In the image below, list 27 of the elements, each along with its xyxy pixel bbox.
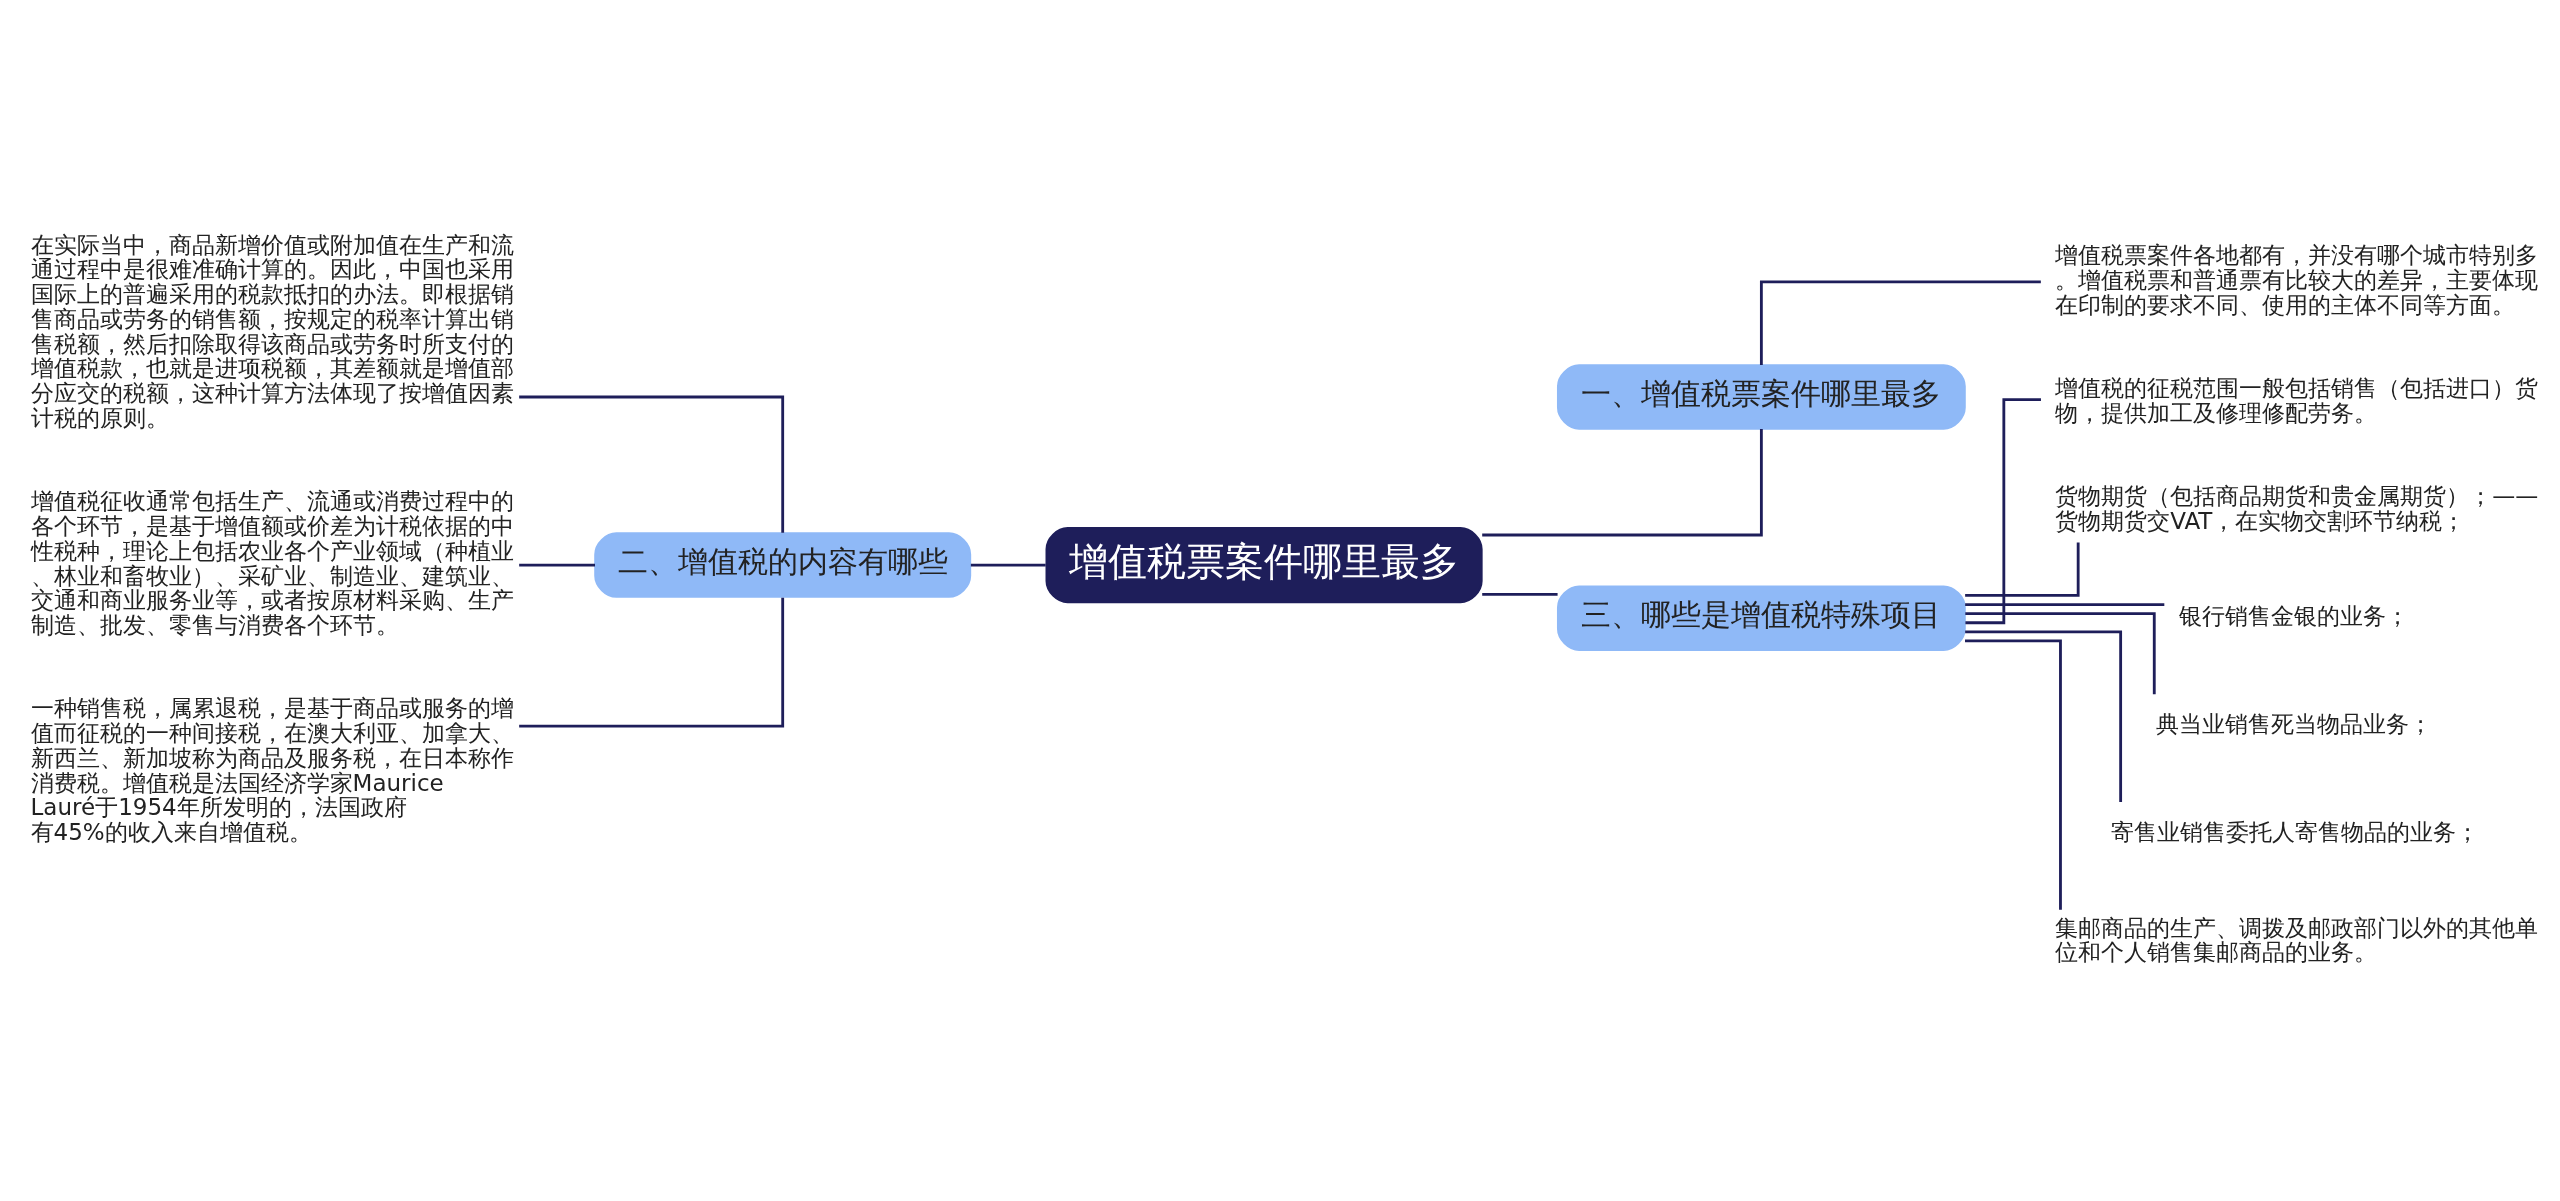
node-text: 货物期货（包括商品期货和贵金属期货）；——货物期货交VAT，在实物交割环节纳税；: [2055, 482, 2539, 534]
node-box: 二、增值税的内容有哪些: [594, 532, 972, 598]
node-box: 一、增值税票案件哪里最多: [1556, 364, 1966, 430]
connector: [519, 597, 785, 728]
connector: [1965, 639, 2062, 910]
connector: [1759, 280, 2041, 365]
node-text: 银行销售金银的业务；: [2179, 603, 2410, 630]
node-text: 增值税征收通常包括生产、流通或消费过程中的各个环节，是基于增值额或价差为计税依据的中性税种，理论上包括农业各个产业领域（种植业、林业和畜牧业）、采矿业、制造业、建筑业、交通和商业服务业等，或者按原材料采购、生产制造、批发、零售与消费各个环节。: [30, 488, 514, 639]
node-text: 增值税票案件各地都有，并没有哪个城市特别多。增值税票和普通票有比较大的差异，主要体现在印制的要求不同、使用的主体不同等方面。: [2055, 242, 2539, 318]
node-text: 增值税的征税范围一般包括销售（包括进口）货物，提供加工及修理修配劳务。: [2055, 374, 2539, 426]
node-text: 集邮商品的生产、调拨及邮政部门以外的其他单位和个人销售集邮商品的业务。: [2055, 914, 2539, 966]
connector: [1965, 542, 2080, 597]
connector: [1965, 603, 2165, 606]
connector: [1965, 612, 2156, 695]
connector: [1965, 398, 2041, 625]
node-box: 三、哪些是增值税特殊项目: [1556, 585, 1966, 651]
node-box: 增值税票案件哪里最多: [1045, 527, 1483, 604]
connector: [970, 563, 1046, 567]
node-text: 典当业销售死当物品业务；: [2156, 711, 2433, 738]
connector: [1965, 630, 2123, 803]
node-text: 寄售业销售委托人寄售物品的业务；: [2110, 819, 2479, 846]
connector: [519, 563, 595, 567]
connector: [1482, 592, 1558, 596]
connector: [519, 395, 785, 533]
node-text: 一种销售税，属累退税，是基于商品或服务的增值而征税的一种间接税，在澳大利亚、加拿大、新西兰、新加坡称为商品及服务税，在日本称作消费税。增值税是法国经济学家Maurice Lauré于1954年所发明的，法国政府有45%的收入来自增值税。: [30, 695, 514, 846]
node-text: 在实际当中，商品新增价值或附加值在生产和流通过程中是很难准确计算的。因此，中国也采用国际上的普遍采用的税款抵扣的办法。即根据销售商品或劳务的销售额，按规定的税率计算出销售税额，然后扣除取得该商品或劳务时所支付的增值税款，也就是进项税额，其差额就是增值部分应交的税额，这种计算方法体现了按增值因素计税的原则。: [30, 231, 514, 431]
connector: [1482, 429, 1763, 537]
